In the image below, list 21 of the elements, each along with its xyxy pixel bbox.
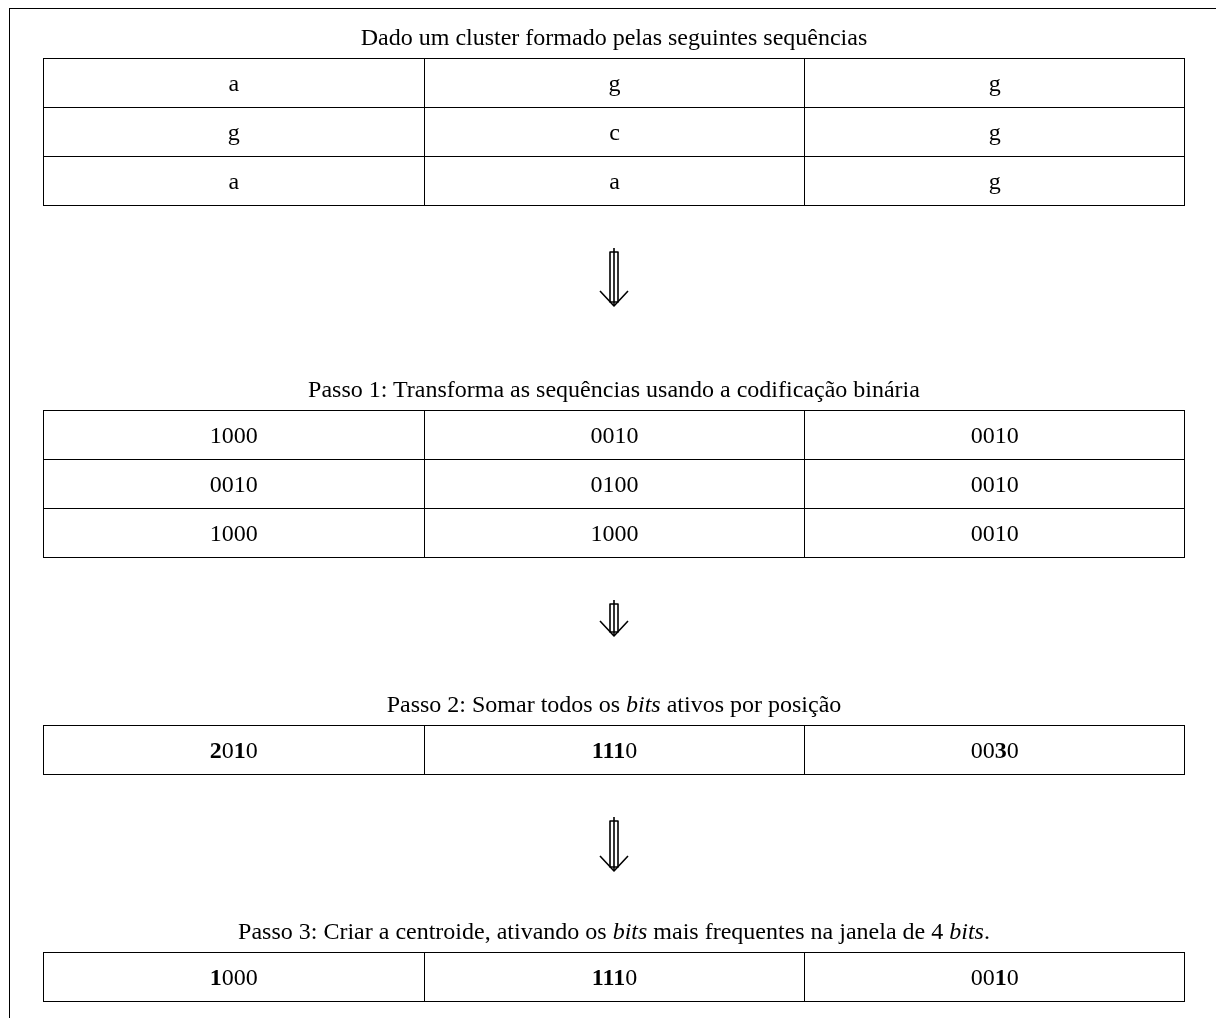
table-cell: 2010 xyxy=(43,725,425,775)
table-cell: 1000 xyxy=(43,952,425,1002)
table-cell: 1110 xyxy=(423,725,806,775)
table-cell: 0030 xyxy=(804,725,1185,775)
table-cell: a xyxy=(43,156,425,206)
table-cell: 0010 xyxy=(804,508,1185,558)
step-heading: Passo 3: Criar a centroide, ativando os bits mais frequentes na janela de 4 bits. xyxy=(237,917,991,946)
table-cell: g xyxy=(804,156,1185,206)
table-cell: 1000 xyxy=(43,508,425,558)
table-cell: 1000 xyxy=(43,410,425,460)
step-heading: Passo 1: Transforma as sequências usando a codificação binária xyxy=(307,375,921,404)
double-arrow xyxy=(599,816,629,872)
table-cell: 0010 xyxy=(804,952,1185,1002)
double-arrow xyxy=(599,599,629,637)
table-cell: 1110 xyxy=(423,952,806,1002)
step-heading: Dado um cluster formado pelas seguintes sequências xyxy=(359,23,869,52)
table-cell: a xyxy=(43,58,425,108)
step-heading: Passo 2: Somar todos os bits ativos por posição xyxy=(385,690,843,719)
table-cell: g xyxy=(804,58,1185,108)
table-cell: 0010 xyxy=(804,410,1185,460)
double-arrow xyxy=(599,247,629,307)
